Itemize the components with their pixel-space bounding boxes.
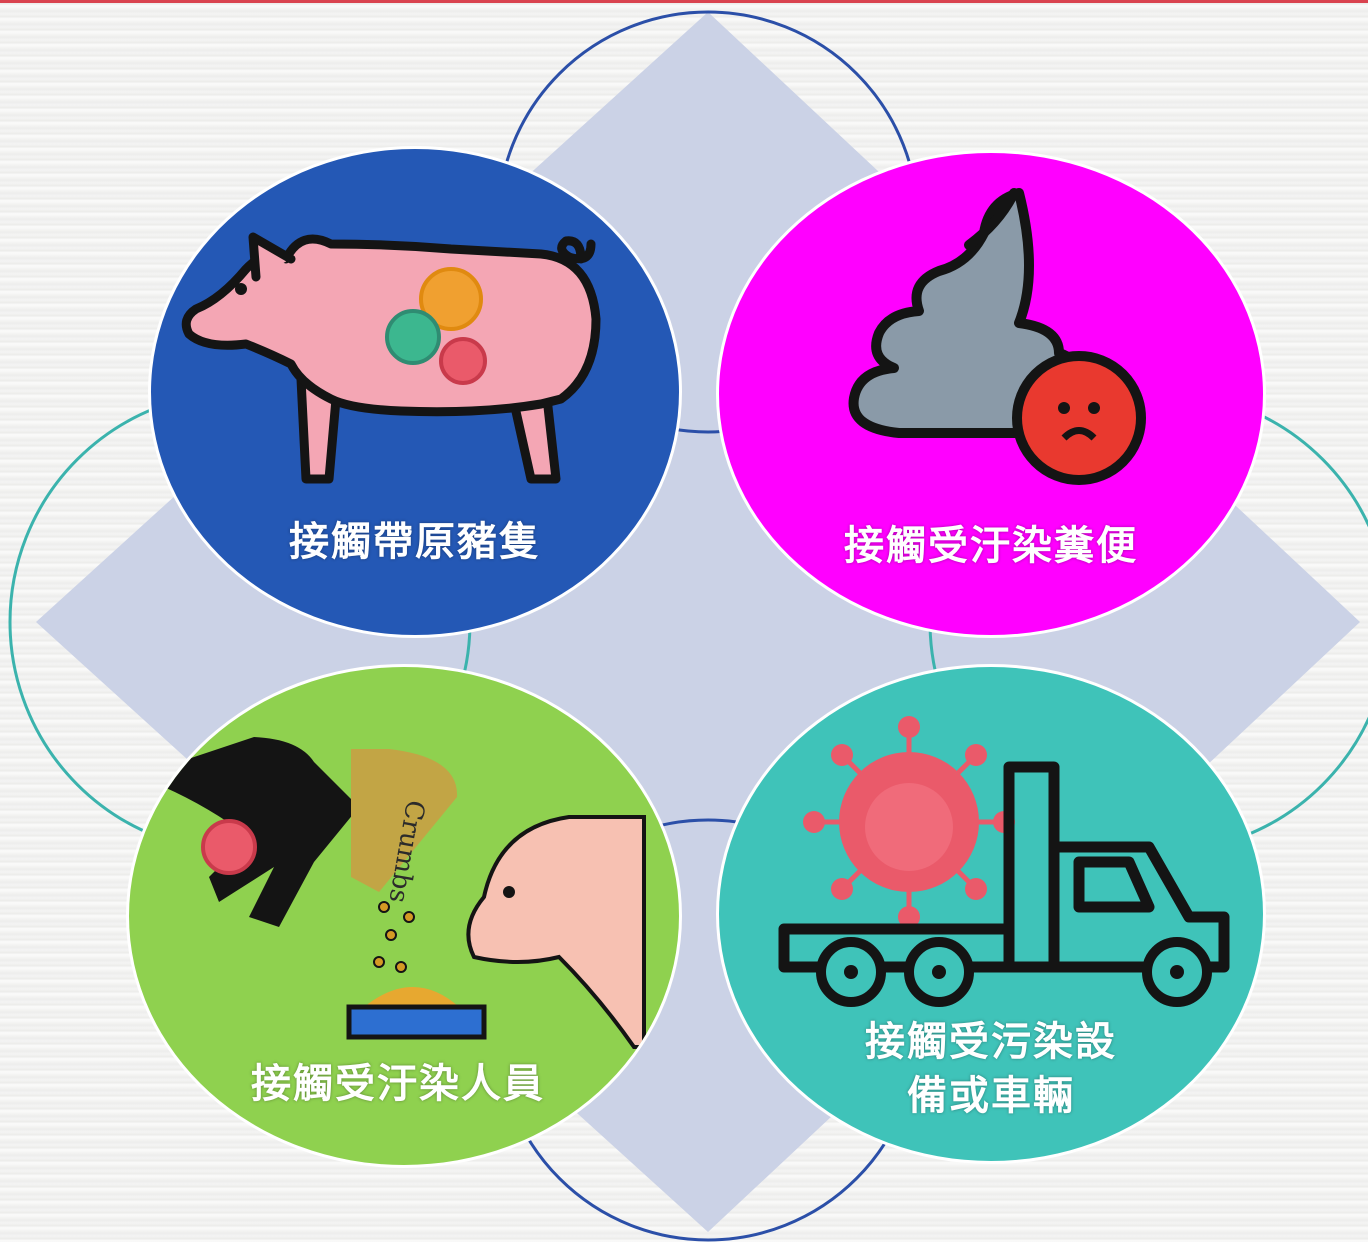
feed-bag-icon: [351, 749, 458, 892]
route-label-feces: 接觸受汙染糞便: [844, 523, 1138, 569]
pig-head-icon: [466, 815, 646, 1049]
route-label-pig: 接觸帶原豬隻: [289, 519, 541, 565]
feces-virus-icon: [848, 188, 1146, 485]
top-border-line: [0, 0, 1368, 3]
route-circle-vehicle: 接觸受污染設 備或車輛: [716, 664, 1266, 1164]
infected-pig-icon: [181, 232, 601, 484]
route-label-vehicle-line2: 備或車輛: [907, 1073, 1075, 1119]
route-circle-pig: 接觸帶原豬隻: [148, 146, 682, 638]
route-circle-feces: 接觸受汙染糞便: [716, 150, 1266, 638]
route-label-vehicle-line1: 接觸受污染設: [865, 1019, 1117, 1065]
route-circle-people: Crumbs 接觸受汙染人員: [126, 664, 682, 1168]
virus-icon: [803, 716, 1015, 928]
truck-virus-icon: [778, 716, 1230, 1007]
route-label-people: 接觸受汙染人員: [251, 1061, 545, 1107]
hand-feed-pig-icon: Crumbs: [164, 737, 646, 1049]
hand-icon: [164, 737, 359, 927]
virus-icon: [385, 267, 487, 385]
